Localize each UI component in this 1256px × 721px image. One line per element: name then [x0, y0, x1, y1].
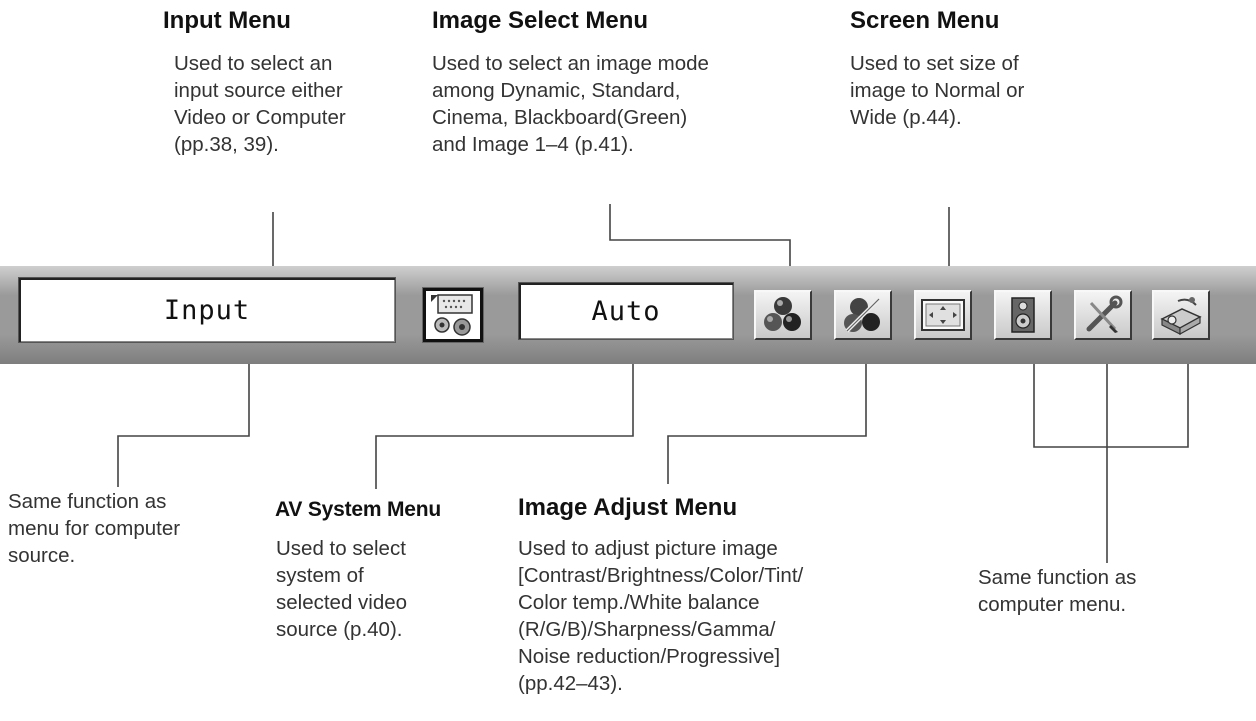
description-line: (R/G/B)/Sharpness/Gamma/ — [518, 618, 776, 641]
description-line: image to Normal or — [850, 79, 1025, 102]
sound-icon — [1011, 297, 1035, 333]
description-line: (pp.42–43). — [518, 672, 623, 695]
screen-size-icon — [921, 299, 965, 331]
av-system-menu-title: AV System Menu — [275, 498, 442, 521]
description-line: Same function as — [978, 566, 1137, 589]
image-adjust-menu-button[interactable] — [834, 290, 892, 340]
input-field-leader — [117, 364, 250, 487]
description-line: system of — [276, 564, 364, 587]
description-line: Used to select — [276, 537, 406, 560]
description-line: Color temp./White balance — [518, 591, 760, 614]
input-source-icon — [431, 294, 473, 336]
computer-source-note: Same function as menu for computer sourc… — [8, 488, 180, 569]
description-line: Used to set size of — [850, 52, 1019, 75]
description-line: Used to select an image mode — [432, 52, 709, 75]
computer-menu-note: Same function as computer menu. — [978, 564, 1136, 618]
av-system-display[interactable]: Auto — [518, 282, 734, 340]
setting-menu-button[interactable] — [1074, 290, 1132, 340]
description-line: and Image 1–4 (p.41). — [432, 133, 634, 156]
input-menu-title: Input Menu — [163, 7, 291, 34]
description-line: Same function as — [8, 490, 167, 513]
input-menu-button[interactable] — [423, 288, 483, 342]
image-adjust-menu-title: Image Adjust Menu — [518, 494, 738, 521]
image-select-icon — [764, 297, 801, 331]
description-line: Used to select an — [174, 52, 333, 75]
image-select-menu-description: Used to select an image mode among Dynam… — [432, 50, 709, 158]
av-system-menu-leader — [375, 364, 634, 489]
screen-menu-title: Screen Menu — [850, 7, 1000, 34]
description-line: [Contrast/Brightness/Color/Tint/ — [518, 564, 804, 587]
image-select-menu-title: Image Select Menu — [432, 7, 649, 34]
image-adjust-menu-leader — [667, 364, 867, 484]
computer-menu-leader-bracket — [1033, 364, 1189, 448]
sound-menu-button[interactable] — [994, 290, 1052, 340]
setting-tools-icon — [1086, 295, 1123, 333]
description-line: Noise reduction/Progressive] — [518, 645, 781, 668]
onscreen-menu-bar: Input Auto — [0, 266, 1256, 364]
image-adjust-icon — [844, 297, 881, 333]
input-source-display[interactable]: Input — [18, 277, 396, 343]
image-select-menu-button[interactable] — [754, 290, 812, 340]
description-line: source (p.40). — [276, 618, 403, 641]
description-line: menu for computer — [8, 517, 181, 540]
description-line: source. — [8, 544, 76, 567]
screen-menu-description: Used to set size of image to Normal or W… — [850, 50, 1024, 131]
image-adjust-menu-description: Used to adjust picture image [Contrast/B… — [518, 535, 803, 697]
av-system-menu-description: Used to select system of selected video … — [276, 535, 407, 643]
description-line: among Dynamic, Standard, — [432, 79, 681, 102]
description-line: (pp.38, 39). — [174, 133, 279, 156]
description-line: Video or Computer — [174, 106, 346, 129]
description-line: input source either — [174, 79, 343, 102]
description-line: Wide (p.44). — [850, 106, 962, 129]
description-line: Used to adjust picture image — [518, 537, 778, 560]
screen-menu-button[interactable] — [914, 290, 972, 340]
information-menu-button[interactable] — [1152, 290, 1210, 340]
description-line: Cinema, Blackboard(Green) — [432, 106, 688, 129]
description-line: selected video — [276, 591, 408, 614]
input-menu-description: Used to select an input source either Vi… — [174, 50, 346, 158]
description-line: computer menu. — [978, 593, 1127, 616]
projector-information-icon — [1160, 297, 1202, 335]
